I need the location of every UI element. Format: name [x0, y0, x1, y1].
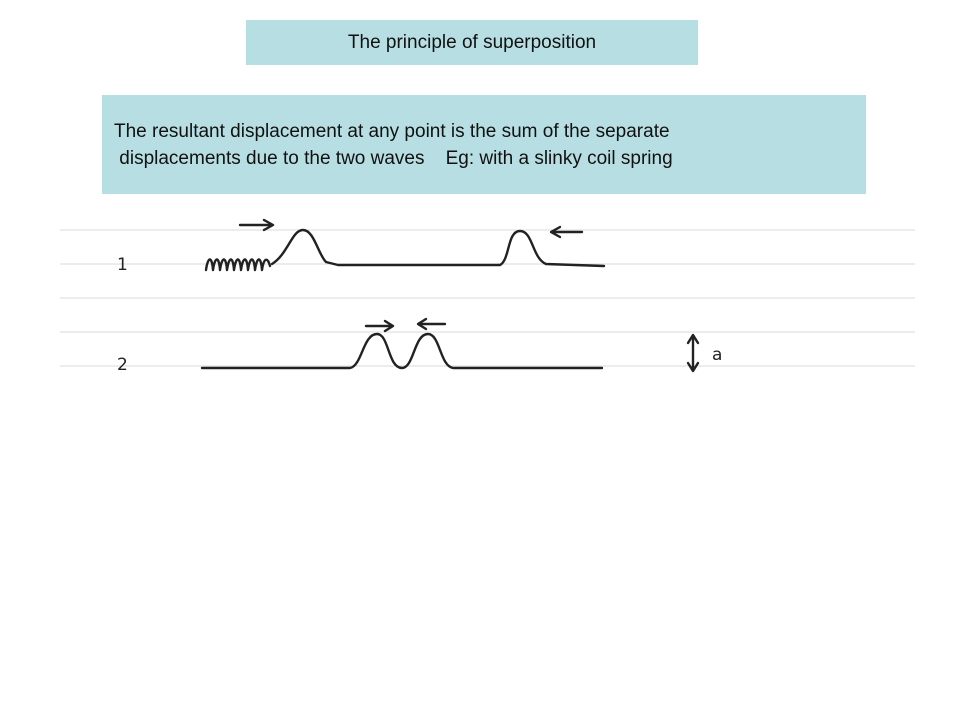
row-label-2: 2: [117, 355, 128, 375]
wave-pulse-left: [270, 228, 606, 268]
amplitude-label: a: [712, 345, 722, 365]
coil-spring-icon: [204, 258, 272, 272]
arrow-right-icon: [364, 319, 395, 333]
description-line-1: The resultant displacement at any point …: [114, 121, 670, 142]
superposition-sketch: 1 2 a: [60, 218, 915, 375]
arrow-left-icon: [416, 317, 447, 331]
slide-title: The principle of superposition: [347, 31, 597, 53]
notebook-lines: [60, 229, 915, 367]
double-arrow-icon: [686, 333, 700, 373]
arrow-right-icon: [238, 218, 275, 232]
slide-title-box: The principle of superposition: [246, 20, 698, 65]
description-line-2: displacements due to the two waves Eg: w…: [114, 147, 673, 169]
arrow-left-icon: [549, 225, 584, 239]
row-label-1: 1: [117, 255, 128, 275]
wave-pulses-overlapping: [200, 332, 604, 370]
description-box: The resultant displacement at any point …: [102, 95, 866, 194]
